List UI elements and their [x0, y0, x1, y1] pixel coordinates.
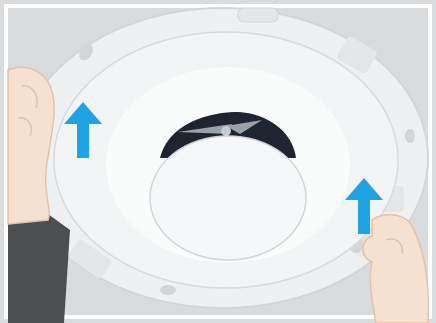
light-bowl — [106, 67, 350, 263]
